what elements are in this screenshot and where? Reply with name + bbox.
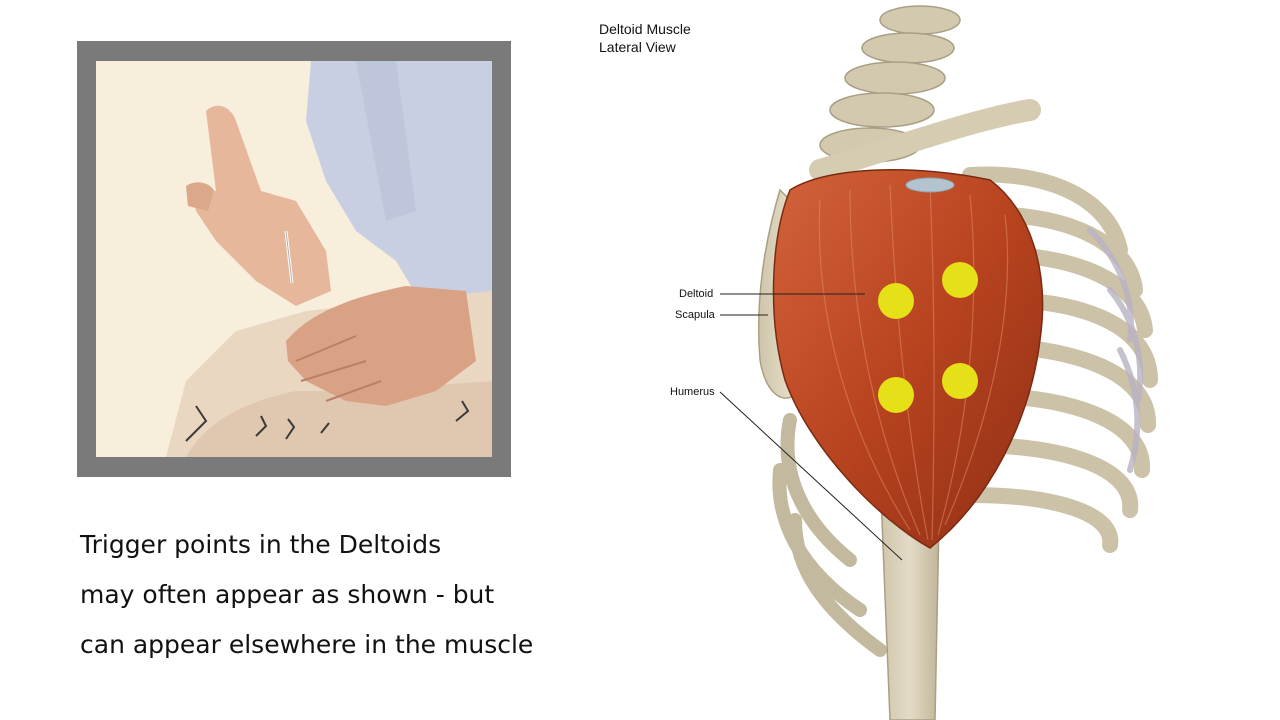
trigger-point-upper-left — [878, 283, 914, 319]
treatment-photo — [96, 61, 492, 457]
label-scapula: Scapula — [675, 309, 715, 321]
deltoid-muscle — [772, 169, 1044, 549]
trigger-point-lower-right — [942, 363, 978, 399]
caption: Trigger points in the Deltoids may often… — [80, 520, 560, 670]
label-deltoid: Deltoid — [679, 288, 714, 300]
trigger-point-lower-left — [878, 377, 914, 413]
caption-line-1: Trigger points in the Deltoids — [80, 530, 442, 559]
label-humerus: Humerus — [670, 386, 715, 398]
diagram-title-line-1: Deltoid Muscle — [599, 21, 691, 37]
caption-line-3: can appear elsewhere in the muscle — [80, 630, 534, 659]
photo-frame — [77, 41, 511, 477]
diagram-title: Deltoid Muscle Lateral View — [599, 20, 691, 56]
humerus-leader-line — [719, 391, 903, 561]
diagram-title-line-2: Lateral View — [599, 39, 676, 55]
caption-line-2: may often appear as shown - but — [80, 580, 495, 609]
anatomy-illustration — [590, 0, 1280, 720]
trigger-points — [878, 262, 978, 413]
trigger-point-upper-right — [942, 262, 978, 298]
clavicle — [809, 99, 1041, 181]
